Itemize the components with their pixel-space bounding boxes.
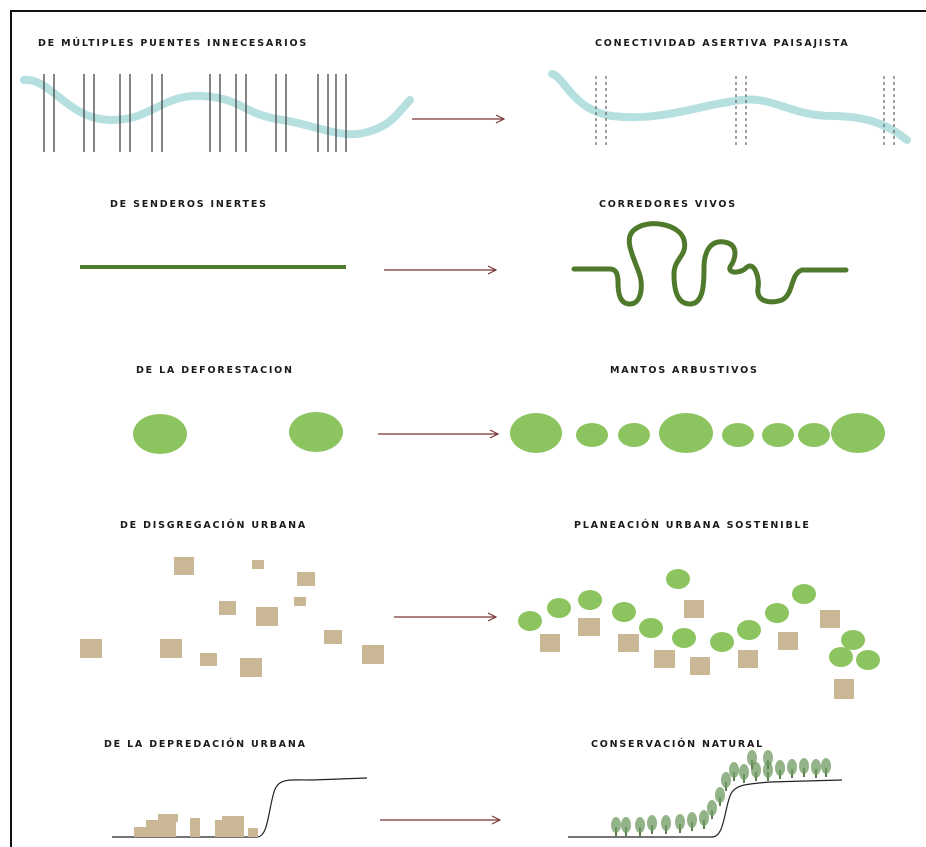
- terrain-after: [568, 779, 843, 838]
- planned-buildings: [540, 600, 854, 699]
- diagram-art: [20, 70, 911, 838]
- label-depredation-before: DE LA DEPREDACIÓN URBANA: [104, 739, 307, 750]
- river-before: [20, 76, 414, 139]
- scattered-buildings: [80, 557, 384, 677]
- bridges-before: [43, 74, 347, 152]
- label-bridges-before: DE MÚLTIPLES PUENTES INNECESARIOS: [38, 38, 308, 49]
- terrain-before: [112, 777, 368, 838]
- bridges-after: [595, 76, 895, 148]
- label-forest-after: MANTOS ARBUSTIVOS: [610, 365, 759, 376]
- label-bridges-after: CONECTIVIDAD ASERTIVA PAISAJISTA: [595, 38, 850, 49]
- shrub: [133, 414, 187, 454]
- planned-shrubs: [518, 569, 880, 670]
- label-urban-after: PLANEACIÓN URBANA SOSTENIBLE: [574, 520, 811, 531]
- encroaching-buildings: [134, 814, 258, 837]
- shrub: [289, 412, 343, 452]
- label-forest-before: DE LA DEFORESTACION: [136, 365, 294, 376]
- shrub-mantle: [510, 413, 885, 453]
- label-conservation-after: CONSERVACIÓN NATURAL: [591, 739, 765, 750]
- living-corridor: [571, 221, 849, 307]
- label-paths-after: CORREDORES VIVOS: [599, 199, 737, 210]
- label-urban-before: DE DISGREGACIÓN URBANA: [120, 520, 308, 531]
- diagram-frame: DE MÚLTIPLES PUENTES INNECESARIOS CONECT…: [10, 10, 926, 847]
- label-paths-before: DE SENDEROS INERTES: [110, 199, 268, 210]
- river-after: [548, 70, 911, 144]
- conserved-trees: [611, 750, 831, 836]
